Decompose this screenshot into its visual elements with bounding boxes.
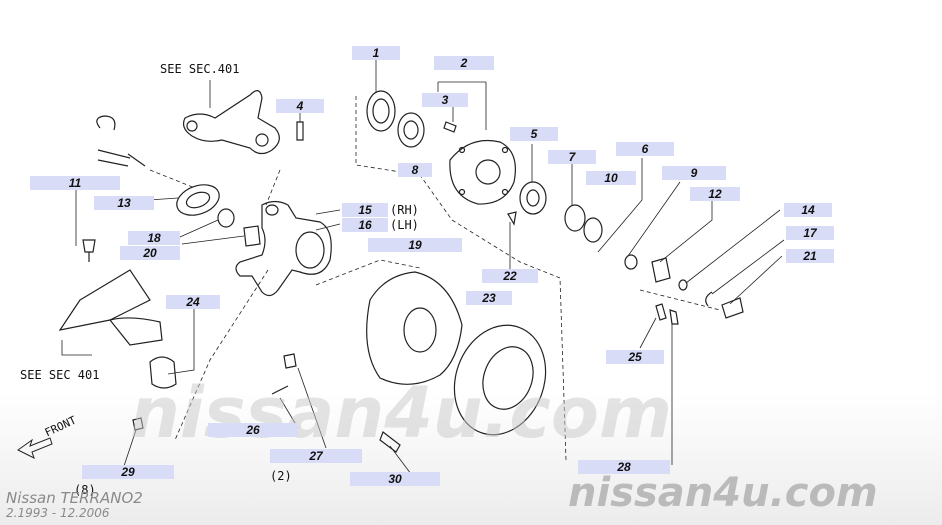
callout-23[interactable]: 23 bbox=[466, 291, 512, 305]
rh-note: (RH) bbox=[390, 203, 419, 217]
callout-24[interactable]: 24 bbox=[166, 295, 220, 309]
hub-bolt-3 bbox=[443, 121, 457, 133]
brand-years: 2.1993 - 12.2006 bbox=[6, 506, 110, 520]
callout-28[interactable]: 28 bbox=[578, 460, 670, 474]
spacer-18 bbox=[217, 208, 235, 228]
seal-13 bbox=[176, 184, 220, 216]
washer-10 bbox=[583, 217, 603, 243]
callout-14[interactable]: 14 bbox=[784, 203, 832, 217]
bolt-22 bbox=[507, 211, 517, 226]
steering-knuckle bbox=[235, 200, 332, 297]
callout-7[interactable]: 7 bbox=[548, 150, 596, 164]
callout-2[interactable]: 2 bbox=[434, 56, 494, 70]
o-ring-6 bbox=[624, 254, 638, 270]
bearing-8 bbox=[397, 112, 425, 148]
callout-1[interactable]: 1 bbox=[352, 46, 400, 60]
callout-16[interactable]: 16 bbox=[342, 218, 388, 232]
callout-22[interactable]: 22 bbox=[482, 269, 538, 283]
nut-27 bbox=[283, 353, 297, 369]
callout-15[interactable]: 15 bbox=[342, 203, 388, 217]
callout-18[interactable]: 18 bbox=[128, 231, 180, 245]
snap-ring-14 bbox=[678, 279, 688, 291]
drive-shaft bbox=[97, 149, 146, 167]
callout-9[interactable]: 9 bbox=[662, 166, 726, 180]
bolt-25 bbox=[655, 303, 679, 325]
watermark-corner: nissan4u.com bbox=[568, 470, 878, 516]
callout-21[interactable]: 21 bbox=[786, 249, 834, 263]
callout-8[interactable]: 8 bbox=[398, 163, 432, 177]
upper-control-arm bbox=[182, 90, 280, 155]
brand-model: Nissan TERRANO2 bbox=[6, 489, 143, 507]
callout-3[interactable]: 3 bbox=[422, 93, 468, 107]
callout-27[interactable]: 27 bbox=[270, 449, 362, 463]
lh-note: (LH) bbox=[390, 218, 419, 232]
lower-arm-bracket bbox=[58, 269, 151, 331]
snap-ring-17 bbox=[705, 291, 713, 307]
callout-25[interactable]: 25 bbox=[606, 350, 664, 364]
callout-29[interactable]: 29 bbox=[82, 465, 174, 479]
callout-20[interactable]: 20 bbox=[120, 246, 180, 260]
dust-shield bbox=[366, 271, 463, 385]
callout-19[interactable]: 19 bbox=[368, 238, 462, 252]
lock-nut-12 bbox=[651, 257, 671, 283]
callout-13[interactable]: 13 bbox=[94, 196, 154, 210]
watermark-center: nissan4u.com bbox=[130, 372, 672, 454]
callout-10[interactable]: 10 bbox=[586, 171, 636, 185]
callout-26[interactable]: 26 bbox=[208, 423, 298, 437]
see-sec-bottom-note: SEE SEC 401 bbox=[20, 368, 100, 382]
lock-washer-7 bbox=[564, 204, 586, 232]
callout-17[interactable]: 17 bbox=[786, 226, 834, 240]
qty-8-note: (8) bbox=[74, 483, 96, 497]
callout-6[interactable]: 6 bbox=[616, 142, 674, 156]
nut-29 bbox=[132, 417, 144, 431]
wheel-hub bbox=[449, 139, 516, 205]
brake-rotor bbox=[453, 324, 547, 436]
bolt-30 bbox=[379, 431, 401, 453]
callout-12[interactable]: 12 bbox=[690, 187, 740, 201]
callout-11[interactable]: 11 bbox=[30, 176, 120, 190]
bearing-5 bbox=[519, 181, 547, 215]
seal-1 bbox=[366, 90, 396, 132]
see-sec-top-note: SEE SEC.401 bbox=[160, 62, 240, 76]
callout-30[interactable]: 30 bbox=[350, 472, 440, 486]
bolt-11 bbox=[82, 239, 96, 262]
bushing-20 bbox=[243, 225, 261, 247]
ball-joint-24 bbox=[149, 356, 177, 389]
callout-5[interactable]: 5 bbox=[510, 127, 558, 141]
qty-2-note: (2) bbox=[270, 469, 292, 483]
ball-joint-bolt bbox=[296, 121, 304, 141]
callout-4[interactable]: 4 bbox=[276, 99, 324, 113]
front-arrow bbox=[17, 437, 53, 459]
cotter-pin-26 bbox=[271, 385, 289, 395]
